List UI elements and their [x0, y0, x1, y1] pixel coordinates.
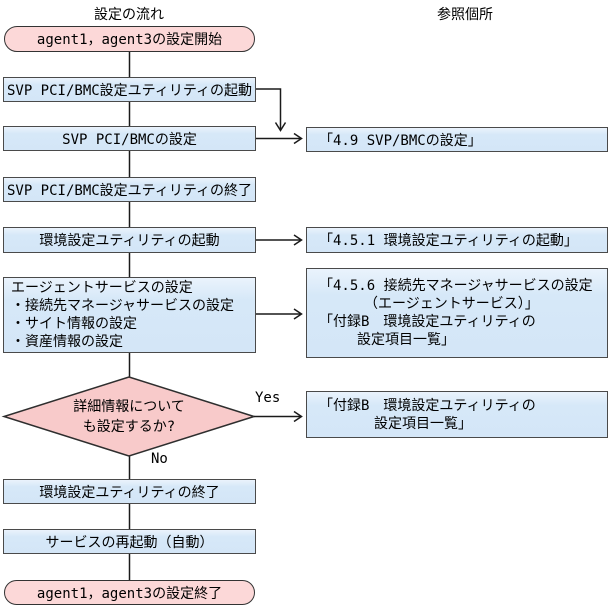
- decision-diamond-shape: [1, 376, 257, 457]
- ref-env-utility-start: 「4.5.1 環境設定ユティリティの起動」: [306, 227, 608, 253]
- node-end-terminal: agent1，agent3の設定終了: [4, 580, 255, 605]
- node-start-terminal: agent1，agent3の設定開始: [4, 26, 255, 52]
- node-agent-service-config: エージェントサービスの設定 ・接続先マネージャサービスの設定 ・サイト情報の設定…: [3, 277, 256, 353]
- arrowhead-right-icon: [293, 132, 303, 145]
- node-svp-utility-start: SVP PCI/BMC設定ユティリティの起動: [3, 77, 256, 102]
- agent-service-title: エージェントサービスの設定: [11, 280, 193, 296]
- column-header-reference: 参照個所: [437, 7, 493, 23]
- no-label: No: [151, 451, 168, 467]
- decision-question-line1: 詳細情報について: [73, 399, 185, 415]
- arrowhead-down-icon: [274, 122, 287, 132]
- connector-bypass: [255, 88, 282, 130]
- ref-line: 「付録B 環境設定ユティリティの: [319, 397, 536, 414]
- ref-line: 「付録B 環境設定ユティリティの: [319, 314, 536, 330]
- ref-agent-service-setting: 「4.5.6 接続先マネージャサービスの設定 （エージェントサービス）」 「付録…: [306, 268, 608, 358]
- node-svp-utility-end: SVP PCI/BMC設定ユティリティの終了: [3, 177, 256, 202]
- ref-line: 設定項目一覧」: [357, 332, 455, 348]
- decision-question-line2: も設定するか?: [82, 419, 176, 435]
- node-service-restart: サービスの再起動（自動）: [3, 529, 256, 554]
- yes-label: Yes: [255, 390, 281, 406]
- arrowhead-right-icon: [293, 234, 303, 246]
- agent-service-item: ・接続先マネージャサービスの設定: [11, 298, 235, 314]
- node-svp-config: SVP PCI/BMCの設定: [3, 126, 256, 151]
- decision-question: 詳細情報について も設定するか?: [29, 397, 229, 437]
- ref-line: 「4.5.6 接続先マネージャサービスの設定: [319, 278, 593, 294]
- agent-service-item: ・サイト情報の設定: [11, 316, 137, 332]
- column-header-flow: 設定の流れ: [94, 7, 164, 23]
- ref-appendix-b: 「付録B 環境設定ユティリティの 設定項目一覧」: [306, 391, 608, 438]
- node-env-utility-end: 環境設定ユティリティの終了: [3, 479, 256, 504]
- ref-svp-bmc-setting: 「4.9 SVP/BMCの設定」: [306, 127, 608, 152]
- node-env-utility-start: 環境設定ユティリティの起動: [3, 227, 256, 253]
- ref-line: （エージェントサービス）」: [364, 296, 539, 312]
- agent-service-item: ・資産情報の設定: [11, 334, 123, 350]
- ref-line: 設定項目一覧」: [374, 415, 472, 432]
- arrowhead-right-icon: [293, 410, 303, 423]
- arrowhead-right-icon: [293, 308, 303, 320]
